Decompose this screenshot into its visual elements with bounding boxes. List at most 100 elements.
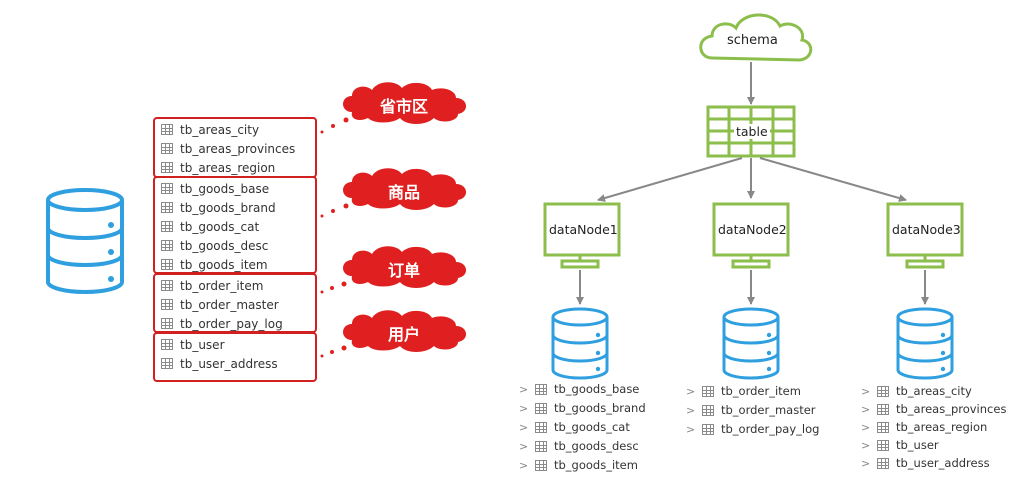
table-row: tb_user_address [161,354,278,373]
table-name: tb_user_address [180,356,278,371]
list-item[interactable]: >tb_areas_city [861,382,972,400]
chevron-right-icon: > [861,438,871,452]
table-row: tb_order_master [161,295,279,314]
table-row: tb_order_item [161,276,263,295]
table-label: table [734,124,770,139]
table-icon [535,421,547,433]
list-item[interactable]: >tb_areas_provinces [861,400,1006,418]
table-icon [877,457,889,469]
group-orders: tb_order_item tb_order_master tb_order_p… [153,273,317,333]
table-icon [161,358,173,369]
table-name: tb_areas_region [896,420,988,434]
table-icon [877,421,889,433]
table-name: tb_areas_provinces [896,402,1007,416]
table-name: tb_goods_base [554,382,640,396]
table-icon [702,423,714,435]
cloud-icon [699,13,813,62]
table-icon [161,162,173,173]
chevron-right-icon: > [861,420,871,434]
list-item[interactable]: > tb_goods_item [519,456,638,474]
table-name: tb_user [180,337,225,352]
cloud-icon [343,82,467,352]
table-name: tb_areas_city [896,384,972,398]
table-icon [161,299,173,310]
table-icon [702,404,714,416]
table-row: tb_goods_desc [161,236,268,255]
table-icon [877,385,889,397]
group-label: 用户 [387,325,420,344]
table-row: tb_areas_provinces [161,139,295,158]
table-name: tb_user [896,438,939,452]
chevron-right-icon: > [519,401,529,415]
schema-label: schema [727,33,778,48]
datanode-label: dataNode1 [549,222,618,237]
table-icon [161,339,173,350]
group-label: 省市区 [379,97,428,116]
table-name: tb_order_master [180,297,279,312]
list-item[interactable]: > tb_goods_base [519,380,639,398]
list-item[interactable]: > tb_order_pay_log [686,420,819,438]
table-icon [161,280,173,291]
database-icon [722,307,780,380]
table-row: tb_user [161,335,225,354]
list-item[interactable]: >tb_goods_cat [519,418,630,436]
table-row: tb_goods_base [161,179,269,198]
table-icon [161,202,173,213]
table-row: tb_order_pay_log [161,314,283,333]
table-name: tb_goods_item [554,458,638,472]
table-icon [161,183,173,194]
chevron-right-icon: > [686,384,696,398]
table-icon [161,318,173,329]
table-icon [706,105,796,158]
table-icon [535,402,547,414]
chevron-right-icon: > [519,458,529,472]
list-item[interactable]: > tb_areas_region [861,418,987,436]
table-name: tb_goods_brand [180,200,276,215]
table-name: tb_order_item [721,384,801,398]
table-name: tb_order_master [721,403,816,417]
database-icon [46,188,124,294]
table-name: tb_order_item [180,278,264,293]
table-row: tb_areas_region [161,158,275,177]
list-item[interactable]: > tb_goods_brand [519,399,646,417]
table-name: tb_order_pay_log [721,422,820,436]
table-name: tb_goods_item [180,257,268,272]
table-icon [161,240,173,251]
chevron-right-icon: > [686,422,696,436]
table-icon [877,439,889,451]
monitor-icon [886,202,964,269]
list-item[interactable]: >tb_goods_desc [519,437,639,455]
group-areas: tb_areas_city tb_areas_provinces tb_area… [153,117,317,178]
table-name: tb_areas_region [180,160,276,175]
table-icon [161,124,173,135]
group-goods: tb_goods_base tb_goods_brand tb_goods_ca… [153,176,317,274]
table-name: tb_order_pay_log [180,316,283,331]
list-item[interactable]: >tb_user_address [861,454,990,472]
table-icon [535,383,547,395]
chevron-right-icon: > [519,382,529,396]
table-icon [161,259,173,270]
table-row: tb_goods_brand [161,198,276,217]
table-icon [535,459,547,471]
table-name: tb_areas_city [180,122,260,137]
datanode-label: dataNode2 [718,222,787,237]
table-icon [161,221,173,232]
table-name: tb_goods_desc [554,439,639,453]
table-name: tb_goods_brand [554,401,646,415]
table-row: tb_goods_cat [161,217,259,236]
table-name: tb_goods_base [180,181,270,196]
list-item[interactable]: > tb_order_master [686,401,816,419]
list-item[interactable]: > tb_order_item [686,382,801,400]
list-item[interactable]: > tb_user [861,436,939,454]
monitor-icon [712,202,790,269]
chevron-right-icon: > [686,403,696,417]
table-icon [877,403,889,415]
group-label: 商品 [387,183,420,202]
table-row: tb_areas_city [161,120,259,139]
table-name: tb_goods_cat [180,219,260,234]
table-icon [535,440,547,452]
table-row: tb_goods_item [161,255,268,274]
table-name: tb_goods_desc [180,238,269,253]
database-icon [551,307,609,380]
